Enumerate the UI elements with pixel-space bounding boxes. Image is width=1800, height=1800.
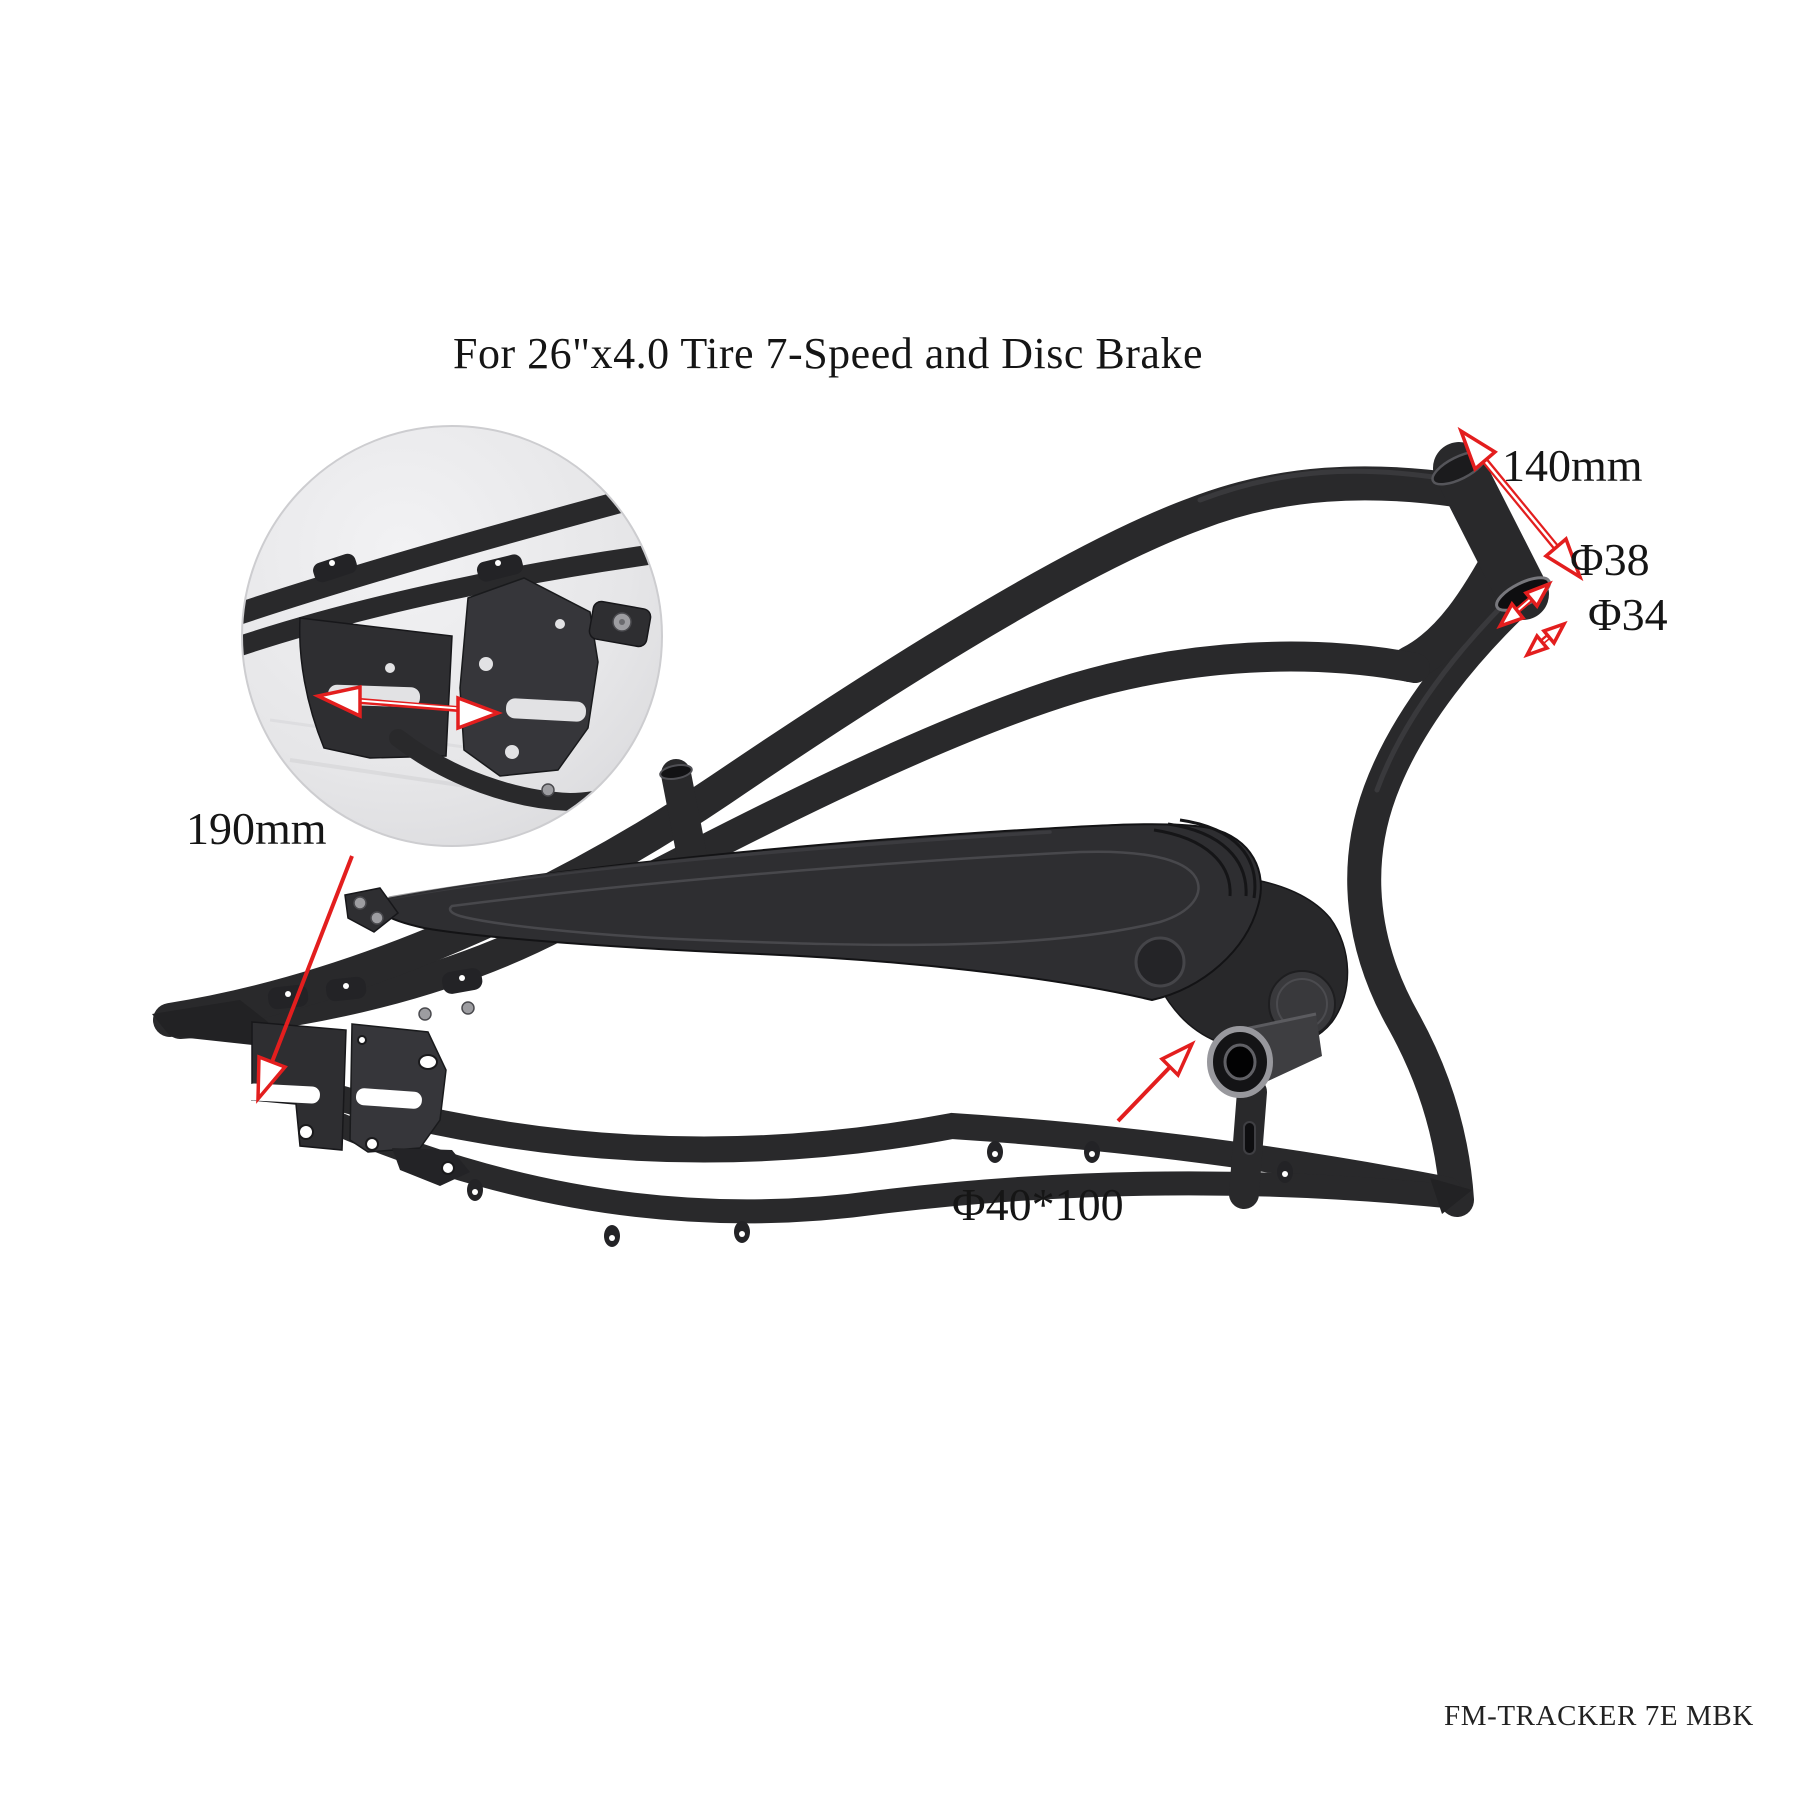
inset-circle-rim	[241, 425, 663, 847]
inset-right-plate	[459, 577, 599, 777]
label-head-tube-length: 140mm	[1502, 440, 1643, 491]
label-bottom-bracket-size: Φ40*100	[952, 1179, 1124, 1230]
head-tube-diameter-arrow	[1496, 580, 1553, 630]
chain-guard	[344, 818, 1262, 1002]
chain-guard-highlight	[388, 830, 1052, 900]
chain-guard-cutout	[1134, 936, 1186, 988]
rear-arch-highlight	[1374, 597, 1511, 793]
cable-guide-tabs	[467, 1141, 1293, 1247]
inner-top-tube	[165, 641, 1430, 1039]
rear-arch-tube	[1347, 579, 1538, 1217]
bottom-bracket-cylinder	[1207, 1012, 1322, 1098]
inset-left-plate	[298, 617, 453, 759]
inset-near-tube	[242, 542, 662, 656]
rear-dropout-plates	[245, 1001, 475, 1186]
page-title: For 26"x4.0 Tire 7-Speed and Disc Brake	[453, 329, 1203, 378]
top-tube	[153, 466, 1473, 1037]
bottom-bracket-arrow	[1116, 1040, 1196, 1123]
label-stem-tube-diameter: Φ34	[1588, 589, 1668, 640]
head-tube-length-arrow	[1457, 426, 1584, 582]
inset-far-tube	[242, 483, 661, 625]
seat-tube-slot	[1243, 1121, 1256, 1155]
derailleur-hanger	[392, 1148, 470, 1186]
label-rear-dropout-spacing: 190mm	[186, 803, 327, 854]
dimension-arrows	[256, 426, 1584, 1123]
rear-spacing-arrow	[256, 855, 354, 1104]
inset-width-arrow	[312, 684, 503, 731]
lower-rails	[319, 1083, 1472, 1247]
top-tube-highlight	[1197, 468, 1443, 503]
rear-fender-tip	[152, 1000, 268, 1046]
label-head-tube-diameter: Φ38	[1570, 534, 1650, 585]
bike-frame	[152, 442, 1551, 1247]
model-code: FM-TRACKER 7E MBK	[1444, 1700, 1754, 1732]
chain-guard-mount-tab	[344, 887, 400, 933]
seat-tube	[1229, 1077, 1267, 1209]
inset-detail-circle	[241, 425, 663, 847]
stem-diameter-arrow	[1523, 620, 1568, 659]
rail-tip	[1430, 1178, 1472, 1214]
